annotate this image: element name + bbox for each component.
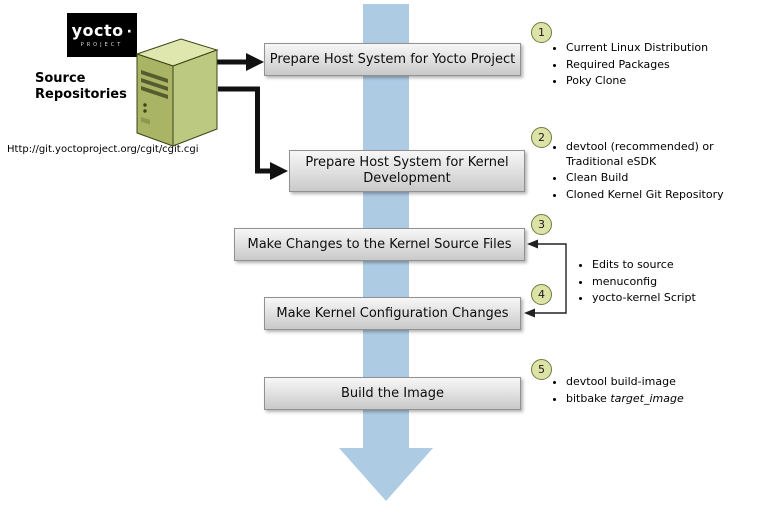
annotation-item: menuconfig (592, 275, 749, 290)
yocto-logo-text: yocto (71, 20, 124, 40)
steps34-bracket (524, 239, 567, 318)
annotation-item: Poky Clone (566, 74, 758, 89)
server-to-step1-arrow (214, 53, 264, 71)
annotation-item: Clean Build (566, 171, 746, 186)
steps34-annotation-list: Edits to source menuconfig yocto-kernel … (579, 258, 749, 306)
step1-annotations: Current Linux Distribution Required Pack… (553, 41, 758, 91)
step-badge-2: 2 (531, 127, 552, 148)
server-to-step2-arrow (218, 86, 288, 180)
source-repositories-label: Source Repositories (35, 71, 127, 103)
step2-annotations: devtool (recommended) or Traditional eSD… (553, 140, 746, 204)
flow-box-make-config-changes: Make Kernel Configuration Changes (264, 297, 521, 330)
step-badge-3: 3 (531, 214, 552, 235)
step2-annotation-list: devtool (recommended) or Traditional eSD… (553, 140, 746, 202)
annotation-item: Cloned Kernel Git Repository (566, 188, 746, 203)
yocto-logo-dot: · (126, 23, 133, 40)
annotation-item: devtool build-image (566, 375, 758, 390)
steps34-annotations: Edits to source menuconfig yocto-kernel … (579, 258, 749, 308)
annotation-item: yocto-kernel Script (592, 291, 749, 306)
step5-annotation-list: devtool build-image bitbake target_image (553, 375, 758, 406)
step-badge-5: 5 (531, 359, 552, 380)
flow-box-prepare-host-kernel: Prepare Host System for Kernel Developme… (289, 150, 525, 192)
step5-annotations: devtool build-image bitbake target_image (553, 375, 758, 408)
annotation-item: devtool (recommended) or Traditional eSD… (566, 140, 746, 169)
server-icon (135, 38, 219, 147)
step-badge-1: 1 (531, 22, 552, 43)
flow-box-build-image: Build the Image (264, 377, 521, 410)
annotation-italic-text: target_image (610, 391, 684, 405)
annotation-item: Edits to source (592, 258, 749, 273)
flow-box-make-source-changes: Make Changes to the Kernel Source Files (234, 228, 525, 261)
source-repositories-url: Http://git.yoctoproject.org/cgit/cgit.cg… (7, 144, 199, 155)
annotation-text: bitbake (566, 391, 611, 405)
step1-annotation-list: Current Linux Distribution Required Pack… (553, 41, 758, 89)
yocto-logo-subtitle: PROJECT (80, 41, 124, 48)
yocto-logo-wordmark: yocto· (71, 20, 133, 40)
yocto-project-logo: yocto· PROJECT (67, 13, 137, 57)
step-badge-4: 4 (531, 284, 552, 305)
flow-box-prepare-host-yocto: Prepare Host System for Yocto Project (264, 43, 521, 76)
annotation-item: Current Linux Distribution (566, 41, 758, 56)
annotation-item: bitbake target_image (566, 392, 758, 407)
annotation-item: Required Packages (566, 58, 758, 73)
